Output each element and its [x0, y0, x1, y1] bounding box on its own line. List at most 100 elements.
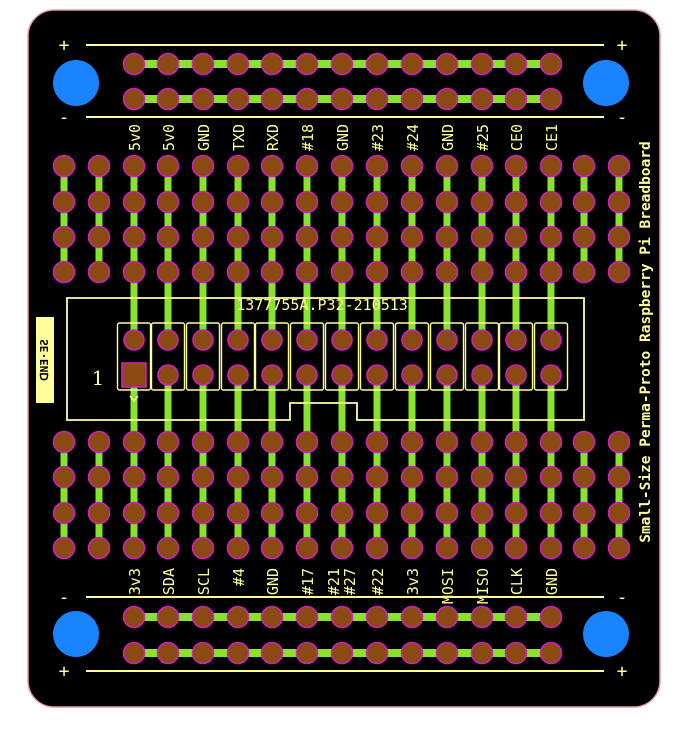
strip-pad — [365, 536, 389, 560]
bottom-pin-label: CLK — [508, 568, 526, 595]
strip-pad — [191, 465, 215, 489]
strip-pad — [504, 225, 528, 249]
strip-pad — [260, 260, 284, 284]
strip-pad — [260, 501, 284, 525]
strip-pad — [400, 501, 424, 525]
strip-pad — [539, 536, 563, 560]
strip-pad — [607, 190, 631, 214]
part-number: 1377755A.P32-210513 — [236, 296, 408, 314]
header-pin-box — [359, 322, 395, 391]
rail-pad — [470, 52, 494, 76]
strip-pad — [52, 154, 76, 178]
plus-sign: + — [617, 661, 628, 682]
strip-pad — [504, 501, 528, 525]
strip-pad — [260, 225, 284, 249]
minus-sign: - — [59, 107, 70, 128]
rail-pad — [365, 605, 389, 629]
strip-pad — [260, 465, 284, 489]
strip-pad — [191, 225, 215, 249]
strip-pad — [539, 465, 563, 489]
strip-pad — [539, 430, 563, 454]
strip-pad — [504, 430, 528, 454]
rail-pad — [156, 52, 180, 76]
strip-pad — [87, 430, 111, 454]
header-pad — [401, 364, 423, 386]
strip-pad — [607, 536, 631, 560]
strip-pad — [295, 501, 319, 525]
strip-pad — [607, 430, 631, 454]
bottom-pin-label: GND — [543, 568, 561, 595]
strip-pad — [365, 190, 389, 214]
top-pin-label: #24 — [404, 124, 422, 151]
header-pad — [436, 364, 458, 386]
strip-pad — [330, 225, 354, 249]
strip-pad — [365, 260, 389, 284]
strip-pad — [191, 536, 215, 560]
rail-pad — [226, 641, 250, 665]
strip-pad — [156, 430, 180, 454]
top-pin-label: 5v0 — [160, 124, 178, 151]
bottom-pin-label: MOSI — [439, 568, 457, 604]
header-pin-box — [289, 322, 325, 391]
strip-pad — [122, 260, 146, 284]
strip-pad — [122, 501, 146, 525]
rail-pad — [226, 605, 250, 629]
strip-pad — [330, 260, 354, 284]
rail-pad — [122, 87, 146, 111]
strip-pad — [435, 536, 459, 560]
strip-pad — [295, 430, 319, 454]
bottom-pin-label: #27 — [341, 568, 359, 595]
strip-pad — [400, 260, 424, 284]
rail-pad — [330, 52, 354, 76]
rail-pad — [260, 641, 284, 665]
strip-pad — [226, 501, 250, 525]
bottom-pin-label: SCL — [195, 568, 213, 595]
strip-pad — [122, 430, 146, 454]
rail-pad — [226, 87, 250, 111]
strip-pad — [504, 260, 528, 284]
top-pin-label: CE1 — [543, 124, 561, 151]
rail-pad — [330, 87, 354, 111]
strip-pad — [365, 501, 389, 525]
strip-pad — [607, 154, 631, 178]
strip-pad — [87, 536, 111, 560]
top-pin-label: TXD — [230, 124, 248, 151]
strip-pad — [572, 430, 596, 454]
strip-pad — [295, 225, 319, 249]
strip-pad — [156, 536, 180, 560]
minus-sign: - — [617, 107, 628, 128]
rail-pad — [260, 87, 284, 111]
strip-pad — [400, 465, 424, 489]
strip-pad — [470, 501, 494, 525]
rail-pad — [295, 641, 319, 665]
rail-pad — [504, 52, 528, 76]
strip-pad — [156, 260, 180, 284]
strip-pad — [122, 225, 146, 249]
strip-pad — [435, 154, 459, 178]
strip-pad — [226, 430, 250, 454]
mounting-hole-icon — [53, 611, 99, 657]
header-pad — [331, 329, 353, 351]
top-pin-label: GND — [334, 124, 352, 151]
rail-pad — [260, 52, 284, 76]
header-pad — [540, 329, 562, 351]
strip-pad — [572, 154, 596, 178]
strip-pad — [226, 260, 250, 284]
minus-sign: - — [617, 587, 628, 608]
strip-pad — [260, 154, 284, 178]
strip-pad — [295, 465, 319, 489]
rail-pad — [470, 87, 494, 111]
strip-pad — [52, 465, 76, 489]
strip-pad — [260, 430, 284, 454]
board-title: Small-Size Perma-Proto Raspberry Pi Brea… — [638, 141, 654, 543]
header-pin-box — [324, 322, 360, 391]
header-pad — [192, 329, 214, 351]
plus-sign: + — [59, 35, 70, 56]
rail-pad — [260, 605, 284, 629]
rail-pad — [156, 87, 180, 111]
top-pin-label: GND — [439, 124, 457, 151]
strip-pad — [330, 501, 354, 525]
strip-pad — [330, 430, 354, 454]
rail-pad — [191, 87, 215, 111]
